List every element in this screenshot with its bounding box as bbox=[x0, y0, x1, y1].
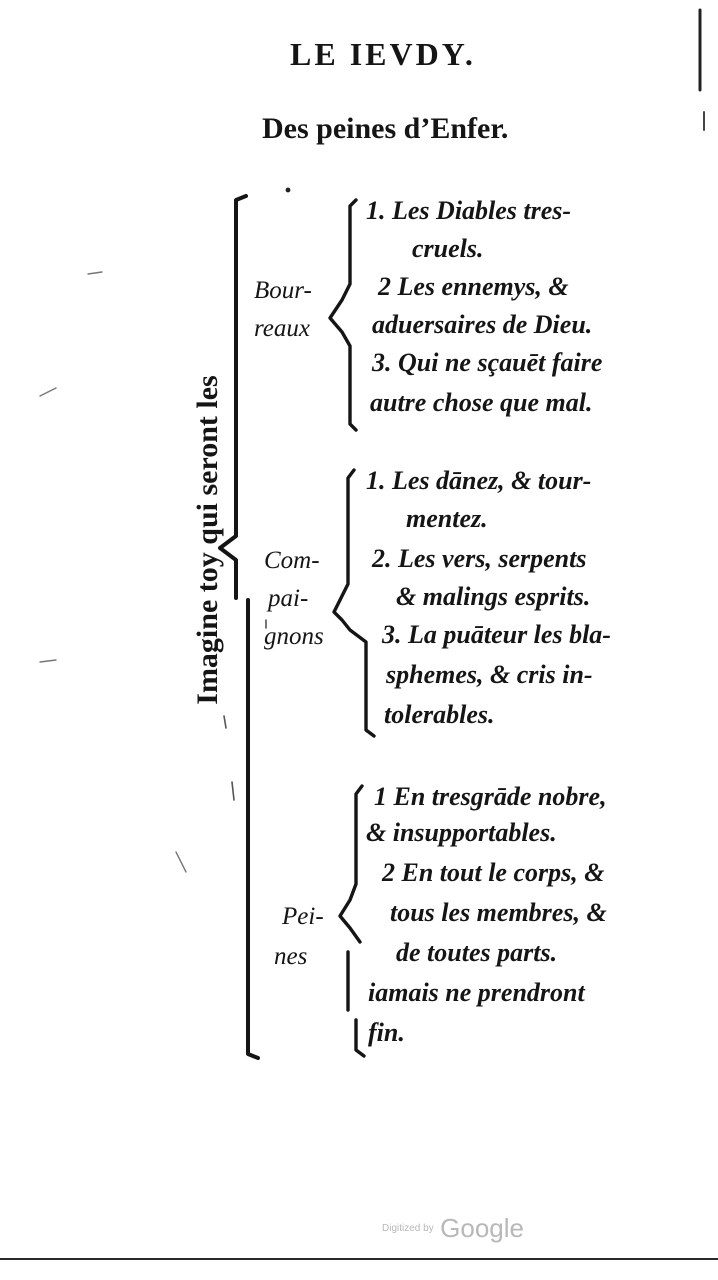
section-label-line: reaux bbox=[254, 315, 310, 342]
margin-mark bbox=[223, 715, 227, 729]
margin-mark bbox=[175, 851, 187, 873]
section-line: iamais ne prendront bbox=[368, 978, 585, 1007]
section-label-line: Com- bbox=[264, 547, 320, 574]
section-line: aduersaires de Dieu. bbox=[372, 310, 593, 339]
margin-dot bbox=[285, 187, 291, 193]
section-line: 1. Les dānez, & tour- bbox=[366, 466, 592, 495]
section-line: autre chose que mal. bbox=[370, 388, 593, 417]
digitized-by-text: Digitized by bbox=[382, 1223, 434, 1234]
brace-section-2 bbox=[332, 468, 376, 738]
margin-mark bbox=[231, 781, 235, 801]
section-label-line: nes bbox=[274, 943, 308, 970]
digitized-by-watermark: Digitized by Google bbox=[382, 1213, 524, 1244]
section-line: 2 Les ennemys, & bbox=[378, 272, 569, 301]
section-line: tous les membres, & bbox=[390, 898, 607, 927]
section-line: 1. Les Diables tres- bbox=[366, 196, 572, 225]
section-line: fin. bbox=[368, 1018, 405, 1047]
brace-section-3 bbox=[338, 784, 366, 1058]
bottom-rule bbox=[0, 1258, 718, 1260]
section-line: & malings esprits. bbox=[396, 582, 591, 611]
section-label-line: Bour- bbox=[254, 277, 312, 304]
margin-mark bbox=[87, 271, 103, 275]
section-line: & insupportables. bbox=[366, 818, 557, 847]
chapter-title: Des peines d’Enfer. bbox=[262, 112, 509, 145]
section-line: sphemes, & cris in- bbox=[386, 660, 593, 689]
margin-mark bbox=[39, 387, 57, 397]
section-line: 2 En tout le corps, & bbox=[382, 858, 605, 887]
brand-logo-text: Google bbox=[440, 1213, 524, 1243]
main-bracket bbox=[218, 194, 260, 1060]
section-line: cruels. bbox=[412, 234, 484, 263]
section-line: tolerables. bbox=[384, 700, 495, 729]
section-line: de toutes parts. bbox=[396, 938, 558, 967]
section-line: mentez. bbox=[406, 504, 488, 533]
section-label-line: Pei- bbox=[282, 903, 324, 930]
section-label-line: gnons bbox=[264, 623, 324, 650]
section-line: 2. Les vers, serpents bbox=[372, 544, 587, 573]
section-line: 1 En tresgrāde nobre, bbox=[374, 782, 607, 811]
section-line: 3. La puāteur les bla- bbox=[382, 620, 611, 649]
margin-mark bbox=[39, 659, 57, 663]
section-label-line: pai- bbox=[268, 585, 309, 612]
brace-section-1 bbox=[328, 198, 358, 432]
section-line: 3. Qui ne sçauēt faire bbox=[372, 348, 603, 377]
running-head: LE IEVDY. bbox=[290, 36, 476, 72]
